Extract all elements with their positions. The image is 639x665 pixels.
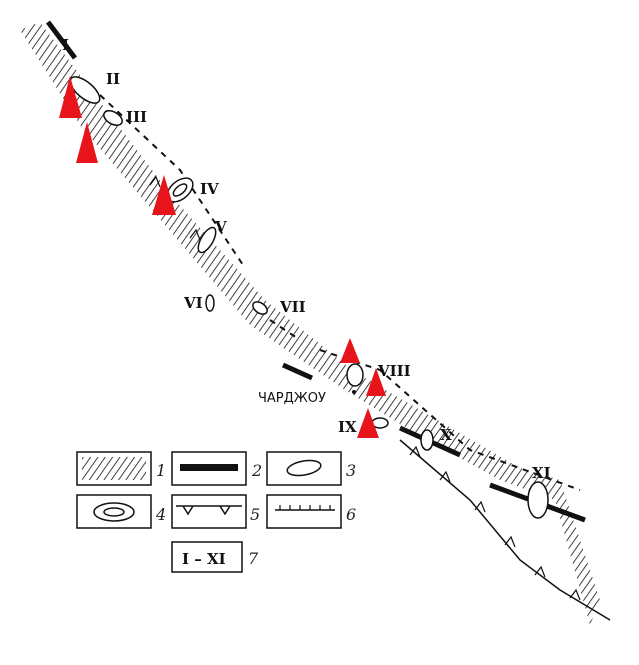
- thick-bars: [46, 20, 586, 523]
- legend-hatch-symbol: [82, 457, 146, 480]
- legend-number: 7: [248, 549, 259, 568]
- legend-number: 3: [346, 461, 356, 480]
- legend-number: 1: [156, 461, 166, 480]
- boundary-line: [399, 439, 611, 621]
- zone-label: XI: [532, 464, 551, 482]
- zone-label: IV: [200, 180, 219, 198]
- legend-range-text: I – XI: [182, 550, 226, 568]
- zone-label: II: [106, 70, 120, 88]
- zone-label: IX: [338, 418, 357, 436]
- zone-label: VIII: [377, 362, 411, 380]
- legend-concentric-symbol: [93, 502, 135, 522]
- red-triangle-marker: [59, 76, 82, 118]
- zone-label: VII: [279, 298, 306, 316]
- red-triangle-marker: [340, 338, 360, 363]
- fault-line: [99, 94, 581, 491]
- zone-label: V: [214, 218, 227, 236]
- boundary-teeth: [149, 175, 581, 601]
- legend-bar-symbol: [180, 464, 238, 471]
- zone-label: VI: [183, 294, 203, 312]
- red-markers: [59, 76, 386, 438]
- legend: [76, 451, 342, 573]
- red-triangle-marker: [152, 175, 176, 215]
- zone-label: X: [440, 426, 452, 444]
- red-triangle-marker: [366, 368, 386, 396]
- city-label: ЧАРДЖОУ: [258, 391, 326, 406]
- legend-number: 5: [250, 505, 260, 524]
- red-triangle-marker: [357, 408, 379, 438]
- zone-label: I: [62, 36, 69, 54]
- legend-tick-line-symbol: [275, 505, 335, 511]
- city-marker: [352, 390, 356, 394]
- legend-number: 6: [346, 505, 356, 524]
- legend-number: 4: [155, 505, 166, 524]
- red-triangle-marker: [76, 122, 98, 163]
- legend-ellipse-symbol: [286, 459, 322, 477]
- legend-number: 2: [251, 461, 262, 480]
- zone-label: III: [126, 108, 147, 126]
- legend-triangle-line-symbol: [176, 505, 242, 516]
- ellipses: [69, 76, 549, 519]
